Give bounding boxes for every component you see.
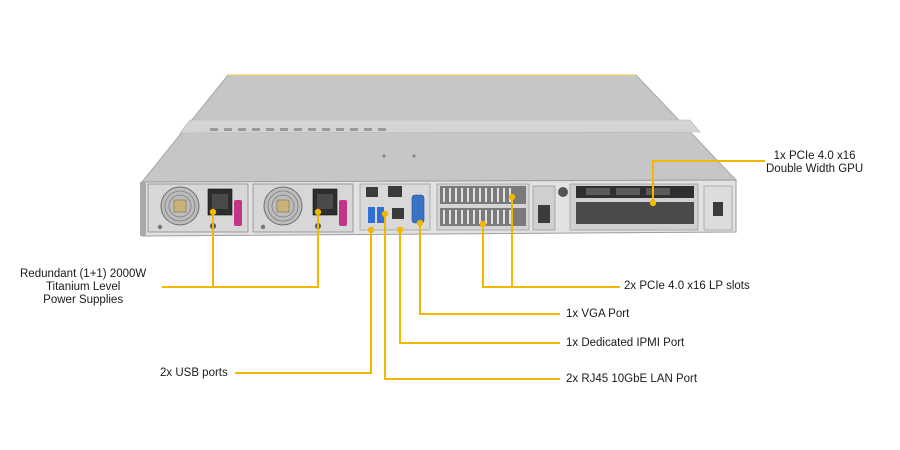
slot-bracket <box>532 185 568 231</box>
callout-lan: 2x RJ45 10GbE LAN Port <box>566 373 698 385</box>
leader-dots <box>209 193 657 234</box>
leader-gpu <box>652 160 765 203</box>
lan-port-2 <box>388 186 402 197</box>
leader-usb <box>235 230 372 374</box>
callout-gpu: 1x PCIe 4.0 x16 Double Width GPU <box>766 150 863 176</box>
power-supply-1 <box>147 183 249 233</box>
power-supply-2 <box>252 183 354 233</box>
callout-psu-line1: Redundant (1+1) 2000W <box>20 268 147 280</box>
callout-gpu-line1: 1x PCIe 4.0 x16 <box>773 150 856 162</box>
callout-gpu-line2: Double Width GPU <box>766 163 864 175</box>
gpu-slot <box>569 183 733 231</box>
callout-ipmi: 1x Dedicated IPMI Port <box>566 337 685 349</box>
callout-vga: 1x VGA Port <box>566 308 630 320</box>
leader-lan <box>384 214 560 380</box>
leader-ipmi <box>399 230 560 344</box>
callout-psu-line2: Titanium Level <box>45 281 121 293</box>
vga-port <box>411 194 425 224</box>
callout-lp-slots: 2x PCIe 4.0 x16 LP slots <box>624 280 750 292</box>
usb-port-2 <box>377 207 384 223</box>
callout-usb: 2x USB ports <box>160 367 228 379</box>
lid-vents <box>210 128 386 131</box>
callout-psu: Redundant (1+1) 2000W Titanium Level Pow… <box>20 268 146 307</box>
usb-port-1 <box>368 207 375 223</box>
callout-psu-line3: Power Supplies <box>43 294 124 306</box>
chassis-lid-front-edge <box>179 119 701 134</box>
leader-vga <box>419 223 560 315</box>
ipmi-port <box>392 208 404 219</box>
leader-lines <box>162 160 765 380</box>
lan-port-1 <box>366 187 378 197</box>
